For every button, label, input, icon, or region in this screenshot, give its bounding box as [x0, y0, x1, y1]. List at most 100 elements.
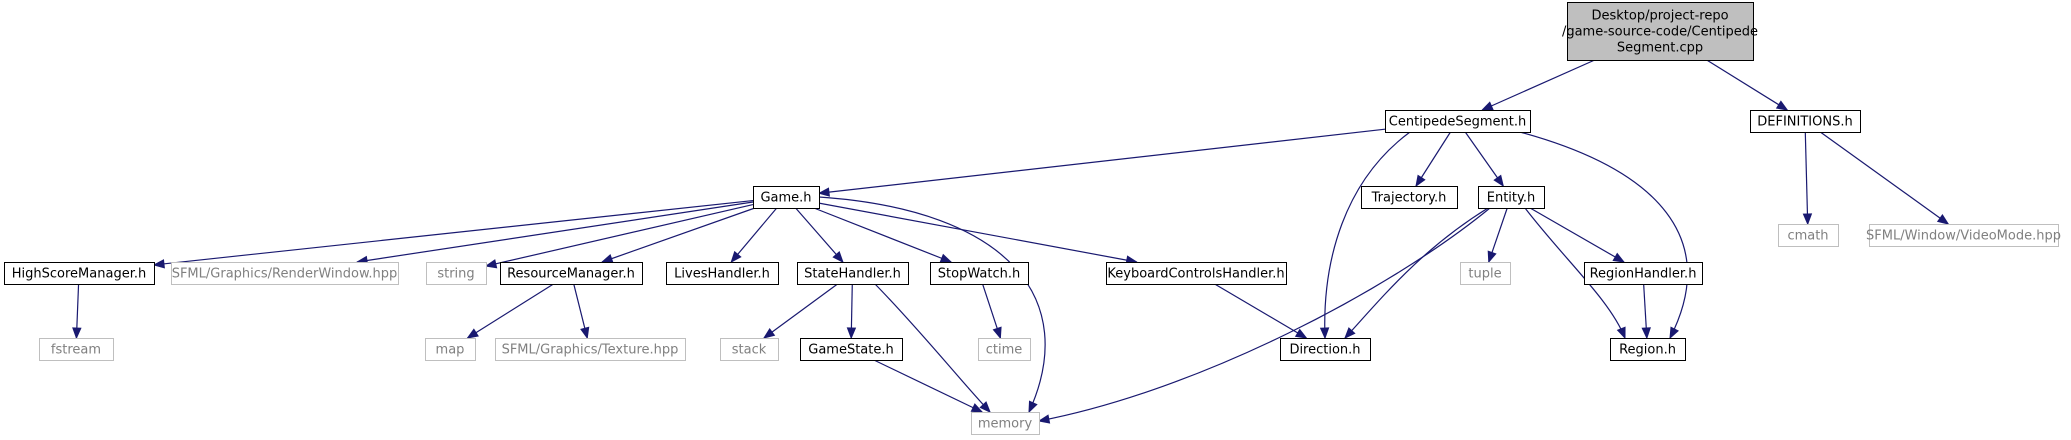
node-box	[1385, 110, 1531, 133]
arrow-head-icon	[72, 327, 82, 340]
arrow-head-icon	[1037, 414, 1051, 424]
edge-centipedesegment-to-trajectory	[1415, 131, 1451, 188]
node-regionhandler[interactable]: RegionHandler.h	[1584, 262, 1703, 285]
edge-resourcemanager-to-map	[466, 283, 554, 339]
node-centipedesegment[interactable]: CentipedeSegment.h	[1385, 110, 1531, 133]
node-region[interactable]: Region.h	[1610, 338, 1686, 361]
arrow-head-icon	[832, 250, 844, 264]
node-label: cmath	[1787, 229, 1828, 244]
arrow-head-icon	[1344, 327, 1356, 339]
node-box	[1869, 224, 2059, 247]
node-cmath: cmath	[1778, 224, 1839, 247]
node-box	[4, 262, 155, 285]
arrow-head-icon	[970, 403, 984, 413]
node-box	[797, 262, 909, 285]
edge-centipedesegment-to-entity	[1464, 131, 1505, 188]
nodes-layer: Desktop/project-repo/game-source-code/Ce…	[4, 2, 2061, 435]
node-direction[interactable]: Direction.h	[1280, 338, 1371, 361]
node-fstream: fstream	[39, 338, 114, 361]
node-box	[971, 412, 1040, 435]
arrow-head-icon	[1641, 327, 1651, 340]
arrow-head-icon	[580, 326, 590, 340]
edge-entity-to-memory	[1037, 207, 1491, 424]
edge-line	[1804, 131, 1809, 225]
edge-line	[1519, 131, 1688, 339]
node-root[interactable]: Desktop/project-repo/game-source-code/Ce…	[1562, 2, 1758, 61]
arrow-head-icon	[992, 326, 1002, 340]
edge-line	[874, 283, 991, 413]
node-label: KeyboardControlsHandler.h	[1107, 267, 1284, 282]
node-keyboard[interactable]: KeyboardControlsHandler.h	[1106, 262, 1287, 285]
edge-statehandler-to-stack	[762, 283, 838, 339]
node-label: LivesHandler.h	[674, 267, 770, 282]
node-ctime: ctime	[978, 338, 1031, 361]
node-label: tuple	[1468, 267, 1501, 282]
edge-definitions-to-videomode	[1819, 131, 1950, 225]
edge-line	[1344, 207, 1489, 339]
edge-line	[1415, 131, 1451, 187]
node-box	[1106, 262, 1287, 285]
node-highscore[interactable]: HighScoreManager.h	[4, 262, 155, 285]
arrow-head-icon	[1319, 327, 1330, 340]
node-box	[1584, 262, 1703, 285]
arrow-head-icon	[979, 401, 991, 413]
edge-line	[1214, 283, 1307, 339]
node-entity[interactable]: Entity.h	[1478, 186, 1545, 209]
node-stopwatch[interactable]: StopWatch.h	[930, 262, 1029, 285]
edge-line	[818, 128, 1386, 194]
node-box	[1460, 262, 1511, 285]
node-label: fstream	[51, 343, 101, 358]
edge-line	[818, 202, 1137, 263]
edge-stopwatch-to-ctime	[982, 283, 1002, 340]
arrow-head-icon	[1415, 174, 1426, 188]
edge-line	[1482, 59, 1595, 111]
node-box	[1778, 224, 1839, 247]
node-box	[1361, 186, 1458, 209]
edge-gamestate-to-memory	[873, 359, 984, 413]
node-gamestate[interactable]: GameState.h	[800, 338, 903, 361]
node-box	[425, 338, 476, 361]
arrow-head-icon	[1936, 214, 1950, 225]
edge-keyboard-to-direction	[1214, 283, 1308, 339]
node-box	[495, 338, 686, 361]
arrow-head-icon	[817, 187, 830, 197]
node-label: CentipedeSegment.h	[1389, 115, 1526, 130]
node-game[interactable]: Game.h	[753, 186, 820, 209]
edge-root-to-centipedesegment	[1481, 59, 1595, 111]
node-box	[978, 338, 1031, 361]
node-texture: SFML/Graphics/Texture.hpp	[495, 338, 686, 361]
node-label: DEFINITIONS.h	[1757, 115, 1852, 130]
edge-centipedesegment-to-region	[1519, 131, 1688, 340]
node-label: ctime	[986, 343, 1023, 358]
node-resourcemanager[interactable]: ResourceManager.h	[500, 262, 643, 285]
edge-game-to-renderwindow	[355, 201, 754, 266]
arrow-head-icon	[1487, 250, 1497, 264]
edge-regionhandler-to-region	[1641, 283, 1651, 340]
node-box	[500, 262, 643, 285]
edge-game-to-memory	[818, 196, 1046, 414]
arrow-head-icon	[939, 253, 953, 263]
edge-line	[356, 201, 754, 263]
node-label: ResourceManager.h	[507, 267, 635, 282]
node-statehandler[interactable]: StateHandler.h	[797, 262, 909, 285]
node-box	[720, 338, 779, 361]
edge-game-to-highscore	[152, 199, 754, 269]
node-definitions[interactable]: DEFINITIONS.h	[1750, 110, 1861, 133]
edge-line	[1464, 131, 1504, 187]
node-label: GameState.h	[808, 343, 893, 358]
arrow-head-icon	[762, 327, 776, 339]
edge-line	[1038, 207, 1491, 422]
node-label: HighScoreManager.h	[12, 267, 146, 282]
node-label: RegionHandler.h	[1590, 267, 1697, 282]
edge-game-to-resourcemanager	[600, 207, 756, 263]
node-trajectory[interactable]: Trajectory.h	[1361, 186, 1458, 209]
node-box	[930, 262, 1029, 285]
edge-centipedesegment-to-direction	[1319, 131, 1411, 340]
node-label: SFML/Graphics/Texture.hpp	[502, 343, 679, 358]
arrow-head-icon	[484, 259, 498, 269]
node-lives[interactable]: LivesHandler.h	[666, 262, 779, 285]
node-label: SFML/Graphics/RenderWindow.hpp	[172, 267, 398, 282]
node-label: /game-source-code/Centipede	[1562, 25, 1758, 40]
edge-entity-to-regionhandler	[1529, 207, 1626, 263]
